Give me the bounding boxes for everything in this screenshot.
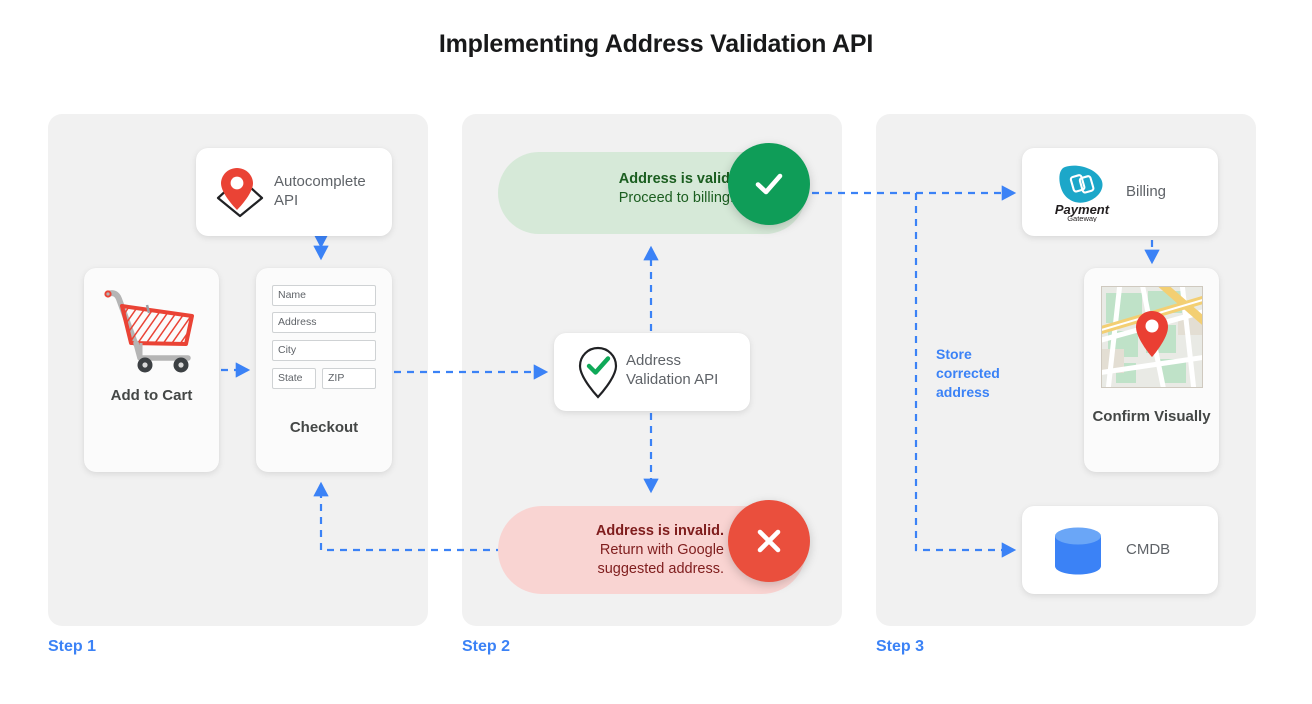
payment-logo-sub: Gateway bbox=[1067, 214, 1097, 222]
checkout-caption: Checkout bbox=[289, 419, 359, 436]
step-3-label: Step 3 bbox=[876, 638, 925, 655]
step-1-label: Step 1 bbox=[48, 638, 97, 655]
invalid-subline: Return with Google bbox=[599, 542, 724, 558]
database-cylinder-icon bbox=[1055, 527, 1101, 575]
payment-logo-name: Payment bbox=[1055, 202, 1110, 217]
address-invalid-pill: Address is invalid. Return with Google s… bbox=[498, 500, 810, 594]
zip-field[interactable]: ZIP bbox=[322, 368, 376, 389]
address-validation-api-label: Address Validation API bbox=[626, 352, 719, 388]
close-icon bbox=[728, 500, 810, 582]
invalid-headline: Address is invalid. bbox=[595, 523, 724, 539]
step-2-label: Step 2 bbox=[462, 638, 511, 655]
page-title: Implementing Address Validation API bbox=[438, 30, 874, 58]
invalid-message: Address is invalid. Return with Google s… bbox=[498, 522, 724, 579]
name-field[interactable]: Name bbox=[272, 285, 376, 306]
checkout-card[interactable]: Name Address City State ZIP Checkout bbox=[256, 268, 392, 472]
shopping-cart-icon bbox=[103, 290, 194, 373]
payment-gateway-logo: Payment Gateway bbox=[1055, 165, 1110, 222]
add-to-cart-caption: Add to Cart bbox=[110, 387, 193, 404]
valid-headline: Address is valid. bbox=[618, 171, 734, 187]
invalid-subline-2: suggested address. bbox=[597, 561, 724, 577]
valid-message: Address is valid. Proceed to billing. bbox=[498, 170, 734, 208]
valid-subline: Proceed to billing. bbox=[618, 190, 734, 206]
autocomplete-api-label: Autocomplete API bbox=[274, 173, 366, 209]
add-to-cart-card[interactable]: Add to Cart bbox=[84, 268, 219, 472]
pin-check-icon bbox=[578, 346, 618, 399]
autocomplete-api-card[interactable]: Autocomplete API bbox=[196, 148, 392, 236]
cmdb-card[interactable]: CMDB bbox=[1022, 506, 1218, 594]
billing-label: Billing bbox=[1126, 183, 1167, 200]
address-field[interactable]: Address bbox=[272, 312, 376, 333]
billing-card[interactable]: Payment Gateway Billing bbox=[1022, 148, 1218, 236]
confirm-visually-caption: Confirm Visually bbox=[1092, 408, 1211, 425]
store-corrected-address-note: Store corrected address bbox=[936, 346, 1000, 400]
cmdb-label: CMDB bbox=[1126, 541, 1171, 558]
confirm-visually-card[interactable]: Confirm Visually bbox=[1084, 268, 1219, 472]
city-field[interactable]: City bbox=[272, 340, 376, 361]
address-validation-api-card[interactable]: Address Validation API bbox=[554, 333, 750, 411]
state-field[interactable]: State bbox=[272, 368, 316, 389]
map-thumbnail-icon bbox=[1100, 286, 1203, 388]
address-valid-pill: Address is valid. Proceed to billing. bbox=[498, 143, 810, 234]
check-icon bbox=[728, 143, 810, 225]
map-pin-diamond-icon bbox=[216, 168, 264, 218]
